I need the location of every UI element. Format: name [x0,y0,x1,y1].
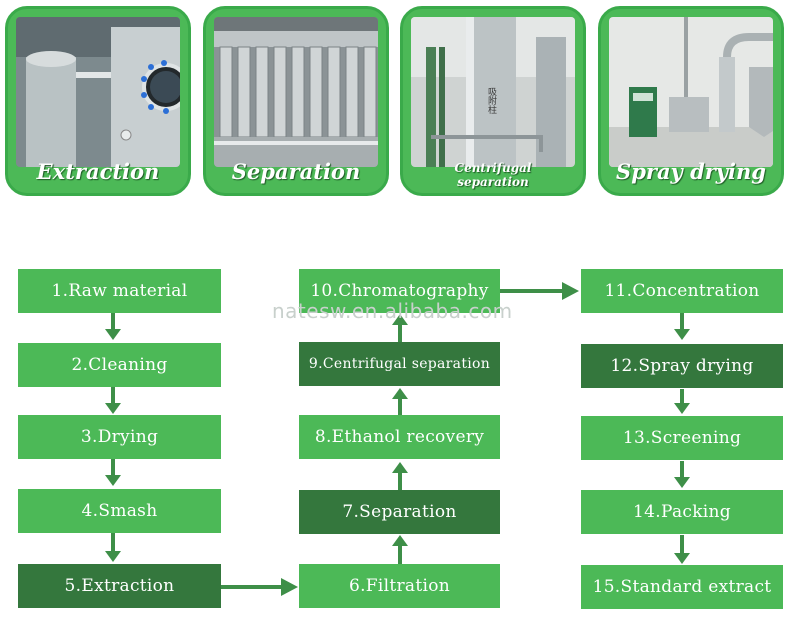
centrifugal-separation-photo: 吸附柱 [411,17,575,167]
step-spray-drying: 12.Spray drying [581,344,783,388]
photo-caption: Extraction [36,159,160,184]
step-standard-extract: 15.Standard extract [581,565,783,609]
caption-line-2: separation [457,175,529,189]
step-centrifugal-separation: 9.Centrifugal separation [299,342,500,386]
step-screening: 13.Screening [581,416,783,460]
step-filtration: 6.Filtration [299,564,500,608]
photo-card-extraction: Extraction [5,6,191,196]
step-smash: 4.Smash [18,489,221,533]
step-separation: 7.Separation [299,490,500,534]
photo-caption: Spray drying [616,159,766,184]
step-chromatography: 10.Chromatography [299,269,500,313]
photo-card-spray-drying: Spray drying [598,6,784,196]
photo-card-centrifugal-separation: 吸附柱 Centrifugal separation [400,6,586,196]
extraction-photo [16,17,180,167]
step-packing: 14.Packing [581,490,783,534]
step-ethanol-recovery: 8.Ethanol recovery [299,415,500,459]
column-label: 吸附柱 [486,87,497,114]
photo-card-separation: Separation [203,6,389,196]
step-extraction: 5.Extraction [18,564,221,608]
photo-caption: Separation [231,159,361,184]
watermark: natesw.en.alibaba.com [272,299,513,323]
photo-caption: Centrifugal separation [403,161,583,189]
spray-drying-photo [609,17,773,167]
separation-photo [214,17,378,167]
step-cleaning: 2.Cleaning [18,343,221,387]
step-raw-material: 1.Raw material [18,269,221,313]
step-concentration: 11.Concentration [581,269,783,313]
caption-line-1: Centrifugal [454,161,532,175]
step-drying: 3.Drying [18,415,221,459]
